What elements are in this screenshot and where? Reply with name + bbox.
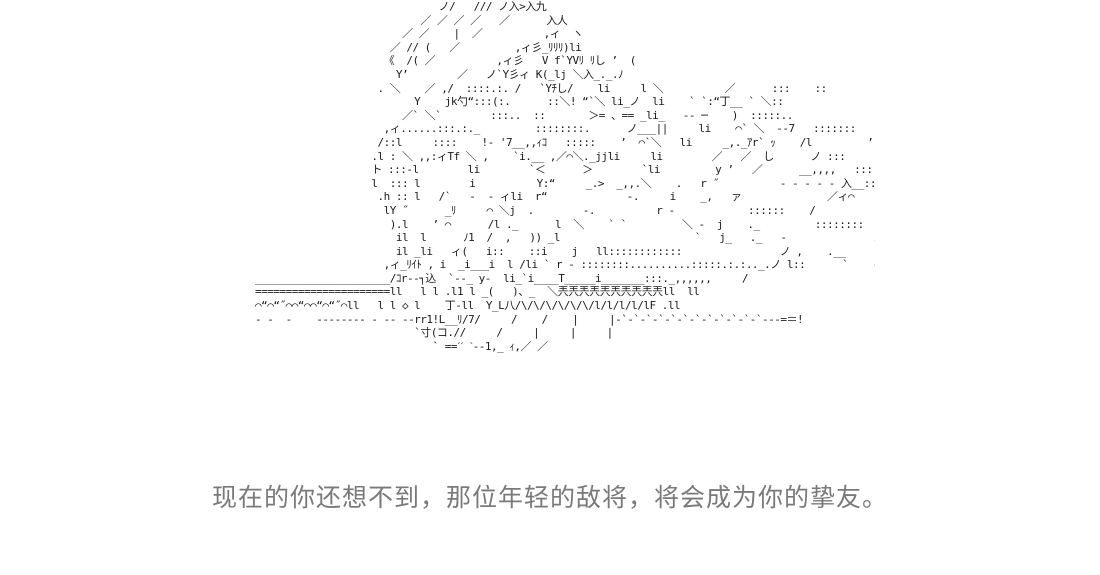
ascii-art-line: ).l ’ ⌒ /l ._ l ＼ ` ` ＼ ‐ j ._ :::::::: … [255, 217, 875, 231]
ascii-art-line: .h :: l /` ‐ ‐ ィli r“ ‐. i _, ァ ／ィ⌒ [255, 190, 855, 204]
ascii-art-line: /::l :::: !‐ '7__,,ｨｺ ::::: ’ ⌒`＼ li _,.… [255, 135, 875, 149]
ascii-art-line: ト :::‐l li `＜ ＞ `li y ’ ／ __,,,, ::::`::… [255, 163, 875, 177]
ascii-art-line: ノ/ /// ノ入>入九 [255, 0, 547, 13]
ascii-art-line: l ::: l i Y:“ _.> _,,.＼ . r ˝ ‐ ‐ ‐ ‐ ‐ … [255, 176, 875, 190]
ascii-art-line: ／ ／ | ／ ,ィ ヽ [255, 27, 584, 41]
ascii-art-line: ======================ll l l .l1 l _( )、… [255, 285, 700, 299]
ascii-art-line: ／ // ( ／ ,ィ彡_ﾘﾘﾘ)li [255, 40, 582, 54]
ascii-art-line: 《 /( ／ ,ィ彡 V f`YVﾘ ﾘし ’ ( [255, 54, 637, 68]
ascii-art-line: lY ˝ _ﾘ ⌒ ＼j . ‐. r ‐ :::::: / [255, 203, 816, 217]
ascii-art-line: ／ ／ ／ ／ ／ 入人 [255, 13, 568, 27]
ascii-art-line: ______________________/ｺr‐‐┐込 `‐‐_ y‐ li… [255, 271, 875, 285]
ascii-art-line: Y jk勺“:::(:. ::＼! “`＼ li_ノ li ` `:“丁__ `… [255, 95, 784, 109]
ascii-art-line: ⌒“⌒“˝⌒⌒“⌒⌒“⌒“˝⌒ll l l ◇ l 丁‐ll Y_L八/\/\/… [255, 299, 681, 313]
ascii-art-line: . ＼ ／ ,/ ::::.:. / `Yﾁし/ li l ＼ ／ ::: :: [255, 81, 827, 95]
ascii-art-text: ノ/ /// ノ入>入九 ／ ／ ／ ／ ／ 入人 ／ ／ | ／ ,ィ ヽ ／… [255, 0, 875, 353]
ascii-art-line: ／` ＼` :::.. :: ＞= 、== _li_ ‐‐ ─ ) :::::.… [255, 108, 793, 122]
caption-text: 现在的你还想不到，那位年轻的敌将，将会成为你的挚友。 [211, 483, 888, 512]
ascii-art-line: .l : ＼ ,,:ィTf ＼ , `i.__ ,／⌒＼._jjli li ／ … [255, 149, 846, 163]
ascii-art-line: ,ィ_ﾘｲﾄ , i _i___i l /li ` r ‐ ::::::::..… [255, 258, 875, 272]
ascii-art-illustration: ノ/ /// ノ入>入九 ／ ／ ／ ／ ／ 入人 ／ ／ | ／ ,ィ ヽ ／… [255, 0, 875, 455]
ascii-art-line: ` ==ˊˊ ˋ‐‐1,_ ｨ,／ ／ [255, 339, 549, 353]
ascii-art-line: ,ィ......:::.:._ ::::::::. ノ___|| li ⌒` ＼… [255, 122, 875, 136]
ascii-art-line: `寸(コ.// / | | | [255, 326, 613, 340]
ascii-art-line: il l ﾉ1 / , )) _l ` j_ ._ ‐ .::::/ [255, 231, 875, 245]
ascii-art-line: ‐ ‐ ‐ ‐‐‐‐‐‐‐‐ ‐ ‐‐ ‐‐rr1!L__ﾘ/7/ / / | … [255, 312, 804, 326]
ascii-art-line: il _li ィ( i:: ::i j ll:::::::::::: ノ , .… [395, 244, 846, 258]
ascii-art-line: Y’ ／ ノ`Y彡ィ K(_lj ＼入_._.ﾉ [255, 67, 624, 81]
